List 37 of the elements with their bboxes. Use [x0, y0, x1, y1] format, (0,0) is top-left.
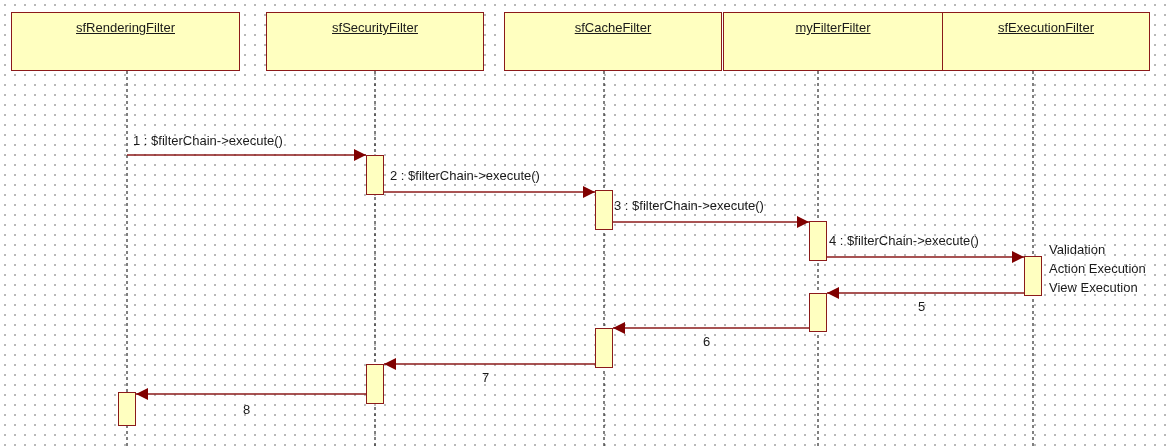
activation-bar: [595, 190, 613, 230]
object-box: [723, 12, 943, 71]
object-name: sfSecurityFilter: [332, 20, 418, 36]
object-box: [266, 12, 484, 71]
activation-bar: [118, 392, 136, 426]
object-name: sfRenderingFilter: [76, 20, 175, 36]
activation-bar: [1024, 256, 1042, 296]
message-arrow: [612, 322, 810, 334]
object-box: [504, 12, 722, 71]
edge-label: 8: [243, 402, 251, 418]
activation-bar: [809, 221, 827, 261]
edge-label: 5: [918, 299, 926, 315]
note-text: Validation: [1049, 241, 1107, 259]
message-arrow: [612, 216, 810, 228]
edge-label: 7: [482, 370, 490, 386]
object-name: sfExecutionFilter: [997, 20, 1095, 36]
activation-bar: [366, 364, 384, 404]
note-text: Action Execution: [1049, 260, 1146, 278]
message-arrow: [826, 287, 1025, 299]
object-name: myFilterFilter: [795, 20, 871, 36]
edge-label: 4 : $filterChain->execute(): [829, 233, 979, 249]
object-name: sfCacheFilter: [574, 20, 652, 36]
edge-label: 3 : $filterChain->execute(): [614, 198, 764, 214]
message-arrow: [383, 186, 596, 198]
activation-bar: [809, 293, 827, 332]
note-text: View Execution: [1049, 279, 1139, 297]
message-arrow: [826, 251, 1025, 263]
message-arrow: [126, 149, 367, 161]
message-arrow: [383, 358, 596, 370]
activation-bar: [595, 328, 613, 368]
edge-label: 2 : $filterChain->execute(): [390, 168, 540, 184]
edge-label: 6: [703, 334, 711, 350]
edge-label: 1 : $filterChain->execute(): [133, 133, 283, 149]
message-arrow: [135, 388, 367, 400]
activation-bar: [366, 155, 384, 195]
object-box: [942, 12, 1150, 71]
object-box: [11, 12, 240, 71]
